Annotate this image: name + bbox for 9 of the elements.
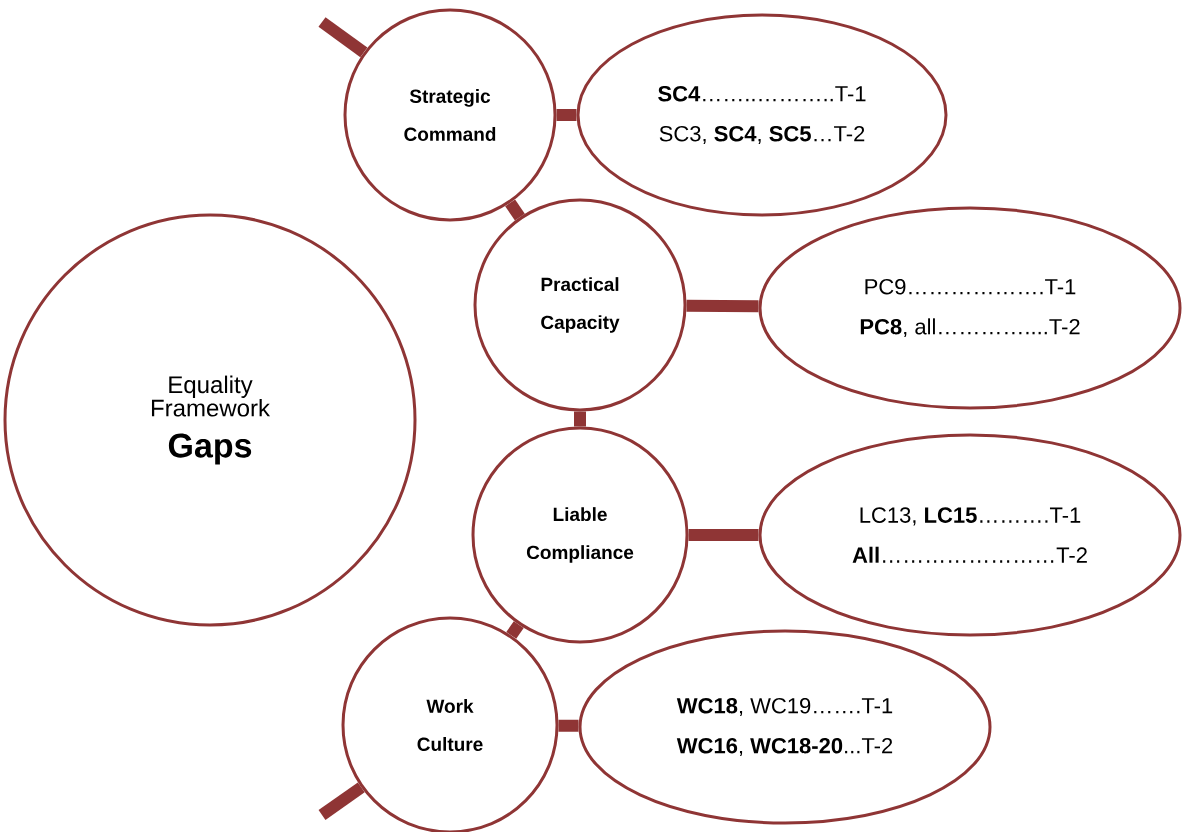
connector	[318, 782, 365, 820]
connector	[686, 299, 759, 313]
connector	[574, 411, 586, 427]
connector	[318, 17, 368, 58]
connector	[688, 529, 759, 541]
connector	[505, 199, 525, 221]
connector	[558, 719, 579, 732]
connector	[506, 621, 524, 639]
connector	[556, 109, 577, 121]
